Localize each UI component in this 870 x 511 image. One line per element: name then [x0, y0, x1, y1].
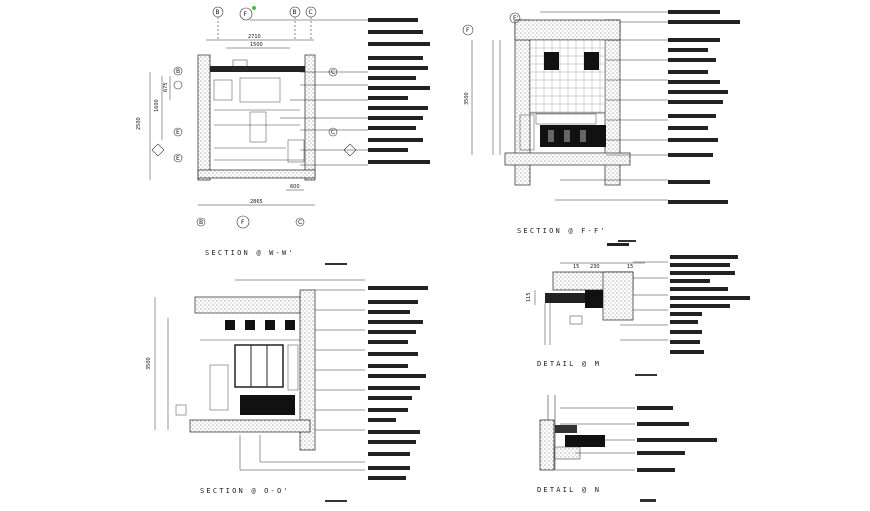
grid-label: B — [199, 219, 203, 226]
detail-title-m: DETAIL @ M — [537, 360, 601, 368]
detail-m: 15 230 15 115 — [526, 243, 750, 376]
dim-text: 675 — [163, 82, 169, 92]
section-title-oo: SECTION @ O-O' — [200, 487, 290, 495]
dim-text: 15 — [573, 264, 579, 270]
grid-label: C — [331, 129, 335, 136]
section-title-ff: SECTION @ F-F' — [517, 227, 607, 235]
dim-text: 3500 — [146, 357, 152, 370]
grid-label: C — [309, 9, 313, 16]
note-blocks — [607, 243, 750, 354]
grid-label: B — [293, 9, 297, 16]
section-title-ww: SECTION @ W-W' — [205, 249, 295, 257]
dim-text: 2710 — [248, 34, 261, 40]
grid-label: C — [331, 69, 335, 76]
marker-label: F — [466, 27, 470, 34]
grid-label: E — [176, 155, 180, 162]
grid-marker — [239, 7, 253, 21]
section-ff: F F' 3500 — [462, 10, 740, 242]
dim-text: 230 — [590, 264, 600, 270]
note-blocks — [637, 406, 717, 472]
grid-label: E — [176, 129, 180, 136]
section-ww: B F B C 2710 1500 — [136, 6, 430, 265]
grid-label: B — [176, 68, 180, 75]
note-blocks — [368, 286, 428, 480]
grid-label: F — [241, 219, 245, 226]
grid-label: B — [216, 9, 220, 16]
grid-label: C — [298, 219, 302, 226]
detail-n: DETAIL @ N — [537, 395, 717, 502]
note-blocks — [368, 18, 430, 164]
grid-label: F — [244, 11, 248, 18]
detail-title-n: DETAIL @ N — [537, 486, 601, 494]
north-dot — [252, 6, 256, 10]
dim-text: 2500 — [136, 117, 142, 130]
note-blocks — [668, 10, 740, 204]
dim-text: 2865 — [250, 199, 263, 205]
dim-text: 15 — [627, 264, 633, 270]
marker-label: F' — [513, 15, 518, 22]
dim-text: 1600 — [154, 99, 160, 112]
section-oo: 3500 — [146, 279, 428, 502]
dim-text: 115 — [526, 292, 532, 302]
dim-text: 600 — [290, 184, 300, 190]
dim-text: 3500 — [464, 92, 470, 105]
dim-text: 1500 — [250, 42, 263, 48]
